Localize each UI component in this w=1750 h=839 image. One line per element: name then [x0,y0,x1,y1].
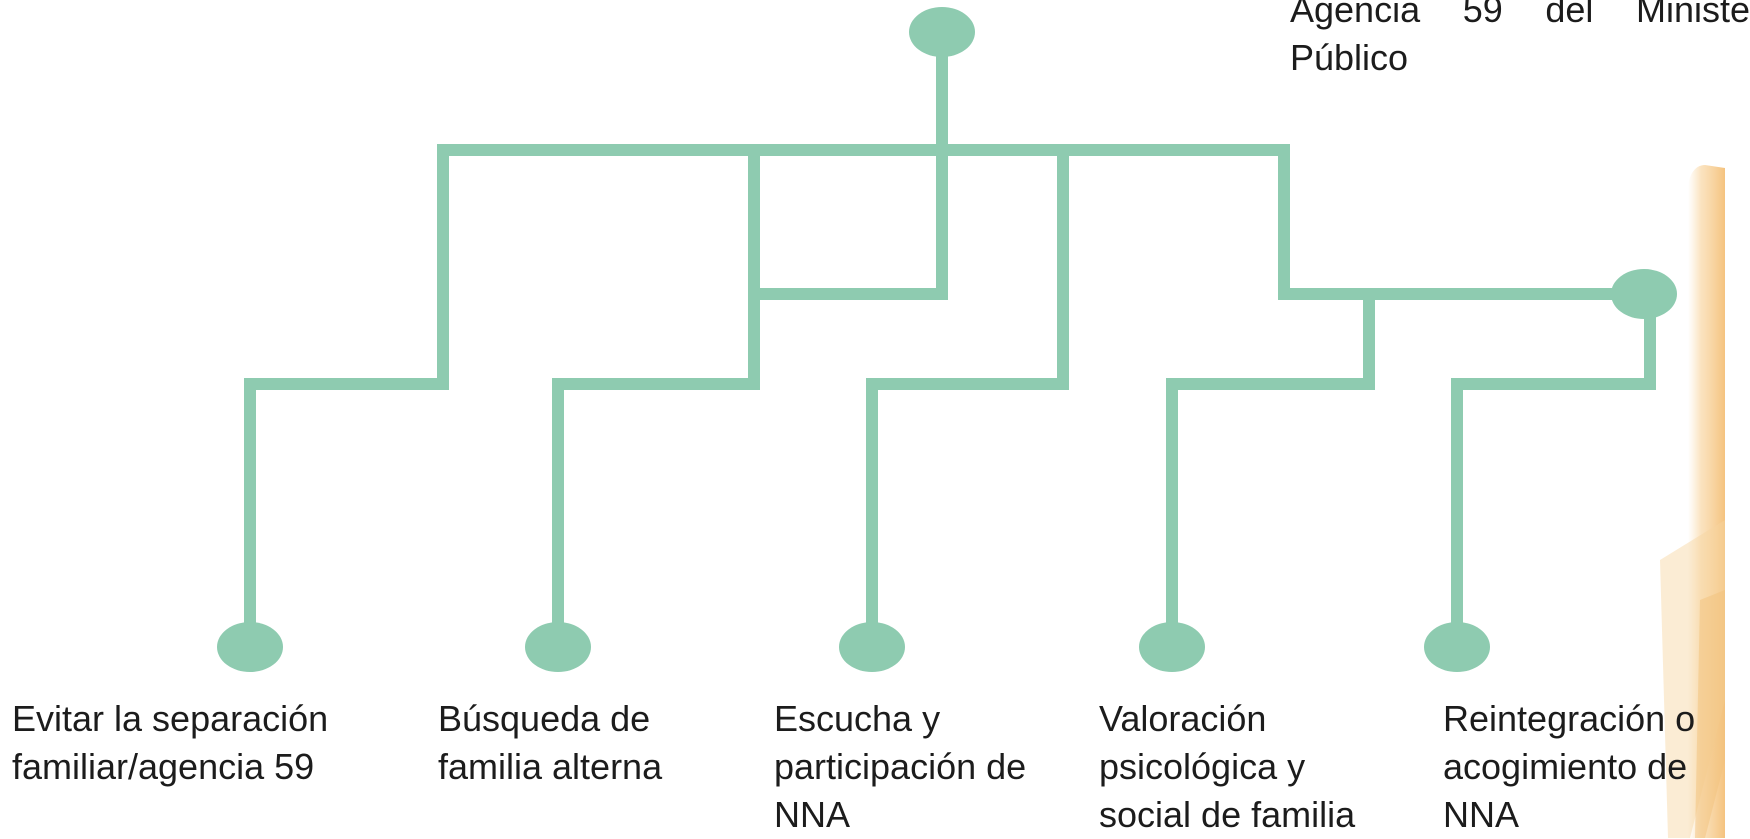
top-note: Agencia 59 del Ministe Público [1290,0,1750,82]
background-accent [1660,165,1725,838]
leaf-node-3 [839,622,905,672]
right-drop-line [1278,150,1644,300]
junction-node [1611,269,1677,319]
branch-label-3: Escucha y participación de NNA [774,698,1027,835]
accent-shape-2 [1695,590,1725,838]
branch-line-1 [244,150,449,640]
branch-label-1: Evitar la separación familiar/agencia 59 [12,698,329,787]
top-note-line-1: Agencia 59 del Ministe [1290,0,1750,30]
branch-line-2 [552,294,760,640]
leaf-node-4 [1139,622,1205,672]
node-markers [217,7,1677,672]
branch-label-4: Valoración psicológica y social de famil… [1099,698,1356,835]
branch-label-2: Búsqueda de familia alterna [438,698,663,787]
branch-line-5 [1451,294,1656,640]
branch-line-4 [1166,294,1375,640]
root-node [909,7,975,57]
leaf-node-1 [217,622,283,672]
branch-line-3 [866,150,1069,640]
branch-label-5: Reintegración o acogimiento de NNA [1443,698,1696,835]
inner-loop-line [748,150,948,300]
leaf-node-2 [525,622,591,672]
top-note-line-2: Público [1290,37,1409,78]
connector-lines [244,40,1656,640]
leaf-node-5 [1424,622,1490,672]
